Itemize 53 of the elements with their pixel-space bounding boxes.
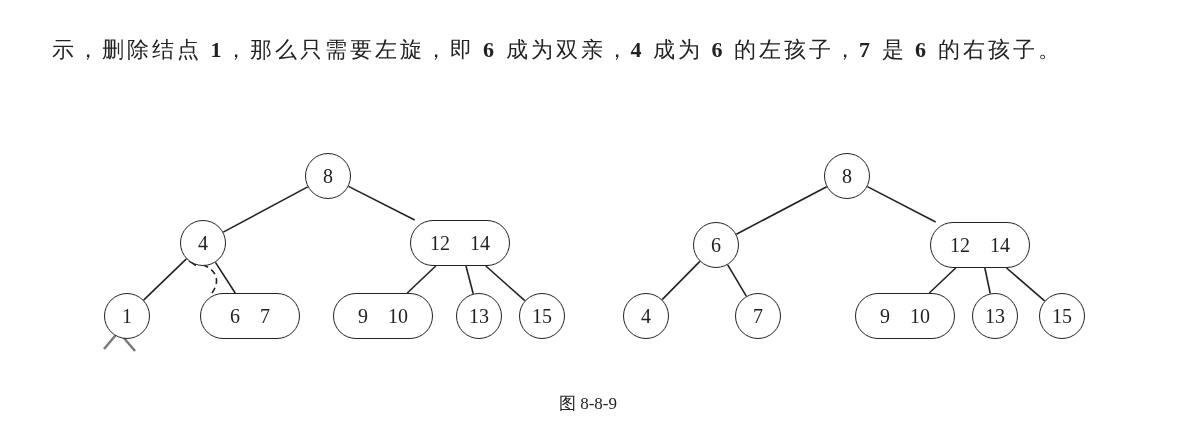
- node-key: 4: [641, 306, 651, 326]
- node-key: 7: [260, 306, 270, 326]
- node-key: 15: [532, 306, 552, 326]
- node-key: 6: [230, 306, 240, 326]
- tree-node-circle: [305, 153, 351, 199]
- tree-edge: [928, 267, 957, 294]
- node-key: 10: [388, 306, 408, 326]
- tree-node-circle: [456, 293, 502, 339]
- tree-edge: [347, 185, 416, 221]
- node-key: 9: [880, 306, 890, 326]
- tree-node-circle: [104, 293, 150, 339]
- node-key: 13: [469, 306, 489, 326]
- tree-edge: [1005, 267, 1046, 302]
- tree-edge: [726, 264, 748, 297]
- tree-edge: [214, 261, 236, 294]
- node-key: 10: [910, 306, 930, 326]
- tree-edge: [735, 185, 828, 236]
- figure-caption: 图 8-8-9: [557, 393, 619, 415]
- node-key: 7: [753, 306, 763, 326]
- tree-edge: [984, 267, 992, 295]
- node-key: 15: [1052, 306, 1072, 326]
- tree-node-circle: [180, 220, 226, 266]
- node-key: 6: [711, 235, 721, 255]
- tree-node-circle: [1039, 293, 1085, 339]
- node-key: 12: [430, 233, 450, 253]
- tree-edge: [406, 265, 437, 294]
- tree-node-pill: [930, 222, 1030, 268]
- tree-edge: [222, 186, 309, 233]
- node-key: 1: [122, 306, 132, 326]
- body-paragraph: 示，删除结点 1，那么只需要左旋，即 6 成为双亲，4 成为 6 的左孩子，7 是 6 的右孩子。: [52, 36, 1064, 64]
- tree-node-circle: [623, 293, 669, 339]
- tree-edge: [142, 258, 188, 301]
- tree-edge: [465, 265, 474, 295]
- tree-node-circle: [972, 293, 1018, 339]
- node-key: 8: [323, 166, 333, 186]
- node-key: 9: [358, 306, 368, 326]
- node-key: 4: [198, 233, 208, 253]
- node-key: 14: [470, 233, 490, 253]
- tree-node-circle: [824, 153, 870, 199]
- tree-node-pill: [855, 293, 955, 339]
- tree-node-circle: [519, 293, 565, 339]
- tree-edge: [485, 265, 526, 302]
- tree-node-pill: [410, 220, 510, 266]
- node-key: 13: [985, 306, 1005, 326]
- tree-edge: [661, 260, 701, 301]
- tree-node-pill: [200, 293, 300, 339]
- tree-node-pill: [333, 293, 433, 339]
- node-key: 8: [842, 166, 852, 186]
- tree-node-circle: [693, 222, 739, 268]
- node-key: 12: [950, 235, 970, 255]
- tree-edge: [866, 185, 937, 223]
- tree-node-circle: [735, 293, 781, 339]
- node-key: 14: [990, 235, 1010, 255]
